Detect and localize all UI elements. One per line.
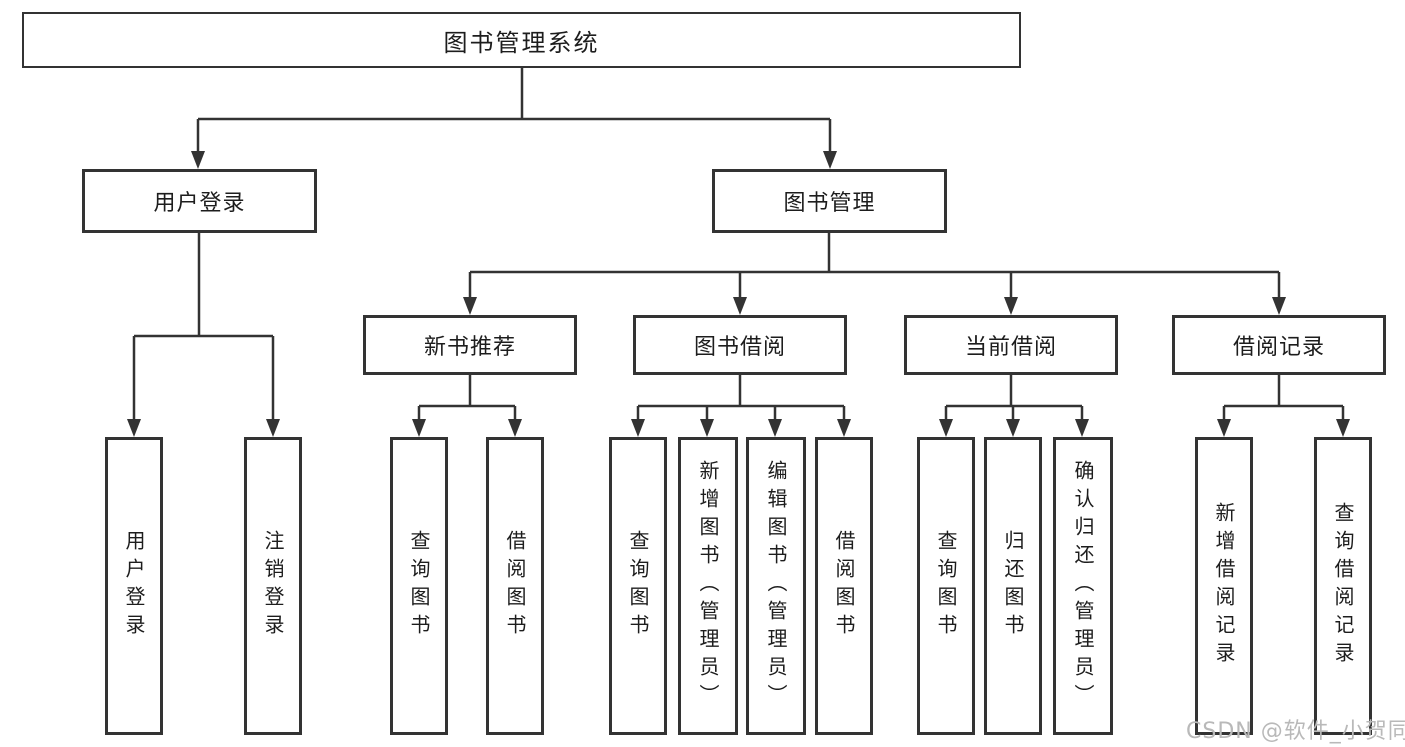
connector-new-book-recommendation-to-leaves xyxy=(417,375,517,421)
leaf-bb-borrow-books-label: 借阅图书 xyxy=(832,530,856,642)
arrow-down-icon xyxy=(412,419,426,437)
leaf-cb-query-books-label: 查询图书 xyxy=(934,530,958,642)
arrow-down-icon xyxy=(700,419,714,437)
connector-current-borrowing-to-leaves xyxy=(944,375,1084,421)
node-new-book-recommendation-label: 新书推荐 xyxy=(423,335,516,360)
leaf-bb-edit-books-admin-label: 编辑图书（管理员） xyxy=(764,460,788,712)
leaf-user-login-label: 用户登录 xyxy=(122,530,146,642)
arrow-down-icon xyxy=(1272,297,1286,315)
leaf-cb-query-books: 查询图书 xyxy=(917,437,975,735)
leaf-br-query-borrow-record-label: 查询借阅记录 xyxy=(1331,502,1355,670)
watermark: CSDN @软件_小贺同学 xyxy=(1186,719,1405,744)
arrow-down-icon xyxy=(631,419,645,437)
node-book-management-label: 图书管理 xyxy=(783,191,876,216)
arrow-down-icon xyxy=(1217,419,1231,437)
node-current-borrowing: 当前借阅 xyxy=(904,315,1118,375)
connector-root-to-level2 xyxy=(196,68,832,153)
leaf-cb-confirm-return-admin: 确认归还（管理员） xyxy=(1053,437,1113,735)
arrow-down-icon xyxy=(266,419,280,437)
node-root-label: 图书管理系统 xyxy=(443,28,600,57)
leaf-nbr-borrow-books-label: 借阅图书 xyxy=(503,530,527,642)
leaf-logout-label: 注销登录 xyxy=(261,530,285,642)
leaf-nbr-borrow-books: 借阅图书 xyxy=(486,437,544,735)
leaf-br-query-borrow-record: 查询借阅记录 xyxy=(1314,437,1372,735)
node-book-borrowing-label: 图书借阅 xyxy=(693,335,786,360)
leaf-bb-query-books-label: 查询图书 xyxy=(626,530,650,642)
leaf-cb-confirm-return-admin-label: 确认归还（管理员） xyxy=(1071,460,1095,712)
node-root: 图书管理系统 xyxy=(22,12,1021,68)
leaf-nbr-query-books: 查询图书 xyxy=(390,437,448,735)
leaf-cb-return-books: 归还图书 xyxy=(984,437,1042,735)
connector-book-borrowing-to-leaves xyxy=(636,375,846,421)
leaf-bb-add-books-admin: 新增图书（管理员） xyxy=(678,437,738,735)
node-current-borrowing-label: 当前借阅 xyxy=(964,335,1057,360)
leaf-bb-add-books-admin-label: 新增图书（管理员） xyxy=(696,460,720,712)
arrow-down-icon xyxy=(823,151,837,169)
connector-book-management-to-level3 xyxy=(468,233,1281,299)
leaf-user-login: 用户登录 xyxy=(105,437,163,735)
arrow-down-icon xyxy=(1006,419,1020,437)
arrow-down-icon xyxy=(837,419,851,437)
node-user-login-label: 用户登录 xyxy=(153,191,246,216)
leaf-br-add-borrow-record-label: 新增借阅记录 xyxy=(1212,502,1236,670)
arrow-down-icon xyxy=(1075,419,1089,437)
node-borrowing-records: 借阅记录 xyxy=(1172,315,1386,375)
leaf-bb-query-books: 查询图书 xyxy=(609,437,667,735)
leaf-cb-return-books-label: 归还图书 xyxy=(1001,530,1025,642)
arrow-down-icon xyxy=(1004,297,1018,315)
arrow-down-icon xyxy=(127,419,141,437)
node-book-management: 图书管理 xyxy=(712,169,947,233)
arrowhead-icons xyxy=(127,151,1350,437)
arrow-down-icon xyxy=(191,151,205,169)
leaf-nbr-query-books-label: 查询图书 xyxy=(407,530,431,642)
connector-user-login-to-leaves xyxy=(132,233,275,421)
connector-borrowing-records-to-leaves xyxy=(1222,375,1345,421)
node-borrowing-records-label: 借阅记录 xyxy=(1232,335,1325,360)
arrow-down-icon xyxy=(508,419,522,437)
leaf-br-add-borrow-record: 新增借阅记录 xyxy=(1195,437,1253,735)
leaf-bb-borrow-books: 借阅图书 xyxy=(815,437,873,735)
node-user-login: 用户登录 xyxy=(82,169,317,233)
arrow-down-icon xyxy=(1336,419,1350,437)
node-book-borrowing: 图书借阅 xyxy=(633,315,847,375)
arrow-down-icon xyxy=(768,419,782,437)
leaf-logout: 注销登录 xyxy=(244,437,302,735)
leaf-bb-edit-books-admin: 编辑图书（管理员） xyxy=(746,437,806,735)
arrow-down-icon xyxy=(733,297,747,315)
arrow-down-icon xyxy=(463,297,477,315)
arrow-down-icon xyxy=(939,419,953,437)
node-new-book-recommendation: 新书推荐 xyxy=(363,315,577,375)
